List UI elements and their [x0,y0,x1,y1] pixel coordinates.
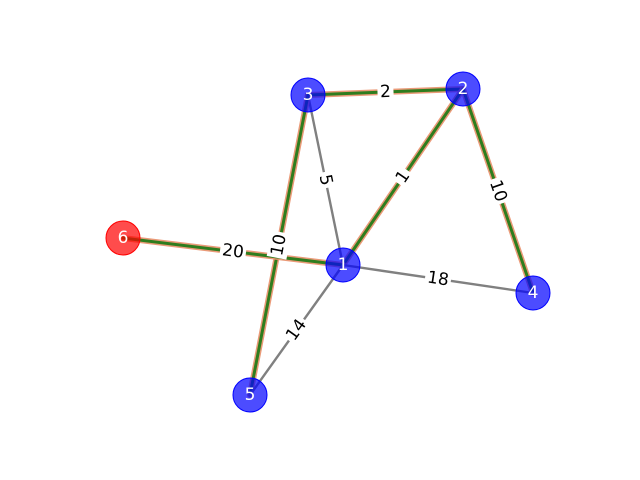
edge-weight-label: 10 [267,232,291,257]
node-3: 3 [290,77,326,113]
node-label: 6 [118,228,129,248]
node-circle [105,220,141,256]
edge-label-background [390,164,416,190]
edge-label-background [484,175,512,207]
node-5: 5 [232,377,268,413]
nodes-layer: 1 2 3 4 5 6 [105,71,551,413]
node-label: 4 [528,283,539,303]
edge-weight-label: 18 [426,268,450,291]
edge-weight-label-group: 18 [423,267,453,291]
edge-weight-label-group: 14 [280,313,313,347]
edge-weight-label: 2 [380,82,392,102]
edge-label-background [314,170,337,190]
edges-layer [120,86,536,398]
node-circle [515,275,551,311]
edge-weight-label-group: 10 [484,175,512,207]
node-label: 1 [338,255,349,275]
node-2: 2 [445,71,481,107]
edge-weight-label: 20 [221,240,245,262]
node-4: 4 [515,275,551,311]
edge-label-background [218,239,248,264]
edge-label-background [266,230,292,260]
node-6: 6 [105,220,141,256]
node-label: 5 [245,385,256,405]
node-1: 1 [325,247,361,283]
node-circle [290,77,326,113]
edge-label-background [423,267,453,291]
edge-weight-label-group: 10 [266,230,292,260]
edge-label-background [280,313,313,347]
node-circle [325,247,361,283]
edge-weight-label: 5 [315,173,337,188]
edge-labels-layer: 2 5 1 10 10 20 18 14 [218,81,512,347]
node-label: 2 [458,79,469,99]
edge-label-background [377,81,394,103]
edge-weight-label: 14 [282,315,311,344]
edge-weight-label-group: 2 [377,81,394,103]
node-circle [232,377,268,413]
edge-weight-label-group: 20 [218,239,248,264]
node-label: 3 [303,85,314,105]
edge-weight-label-group: 1 [390,164,416,190]
edge-weight-label-group: 5 [314,170,337,190]
node-circle [445,71,481,107]
